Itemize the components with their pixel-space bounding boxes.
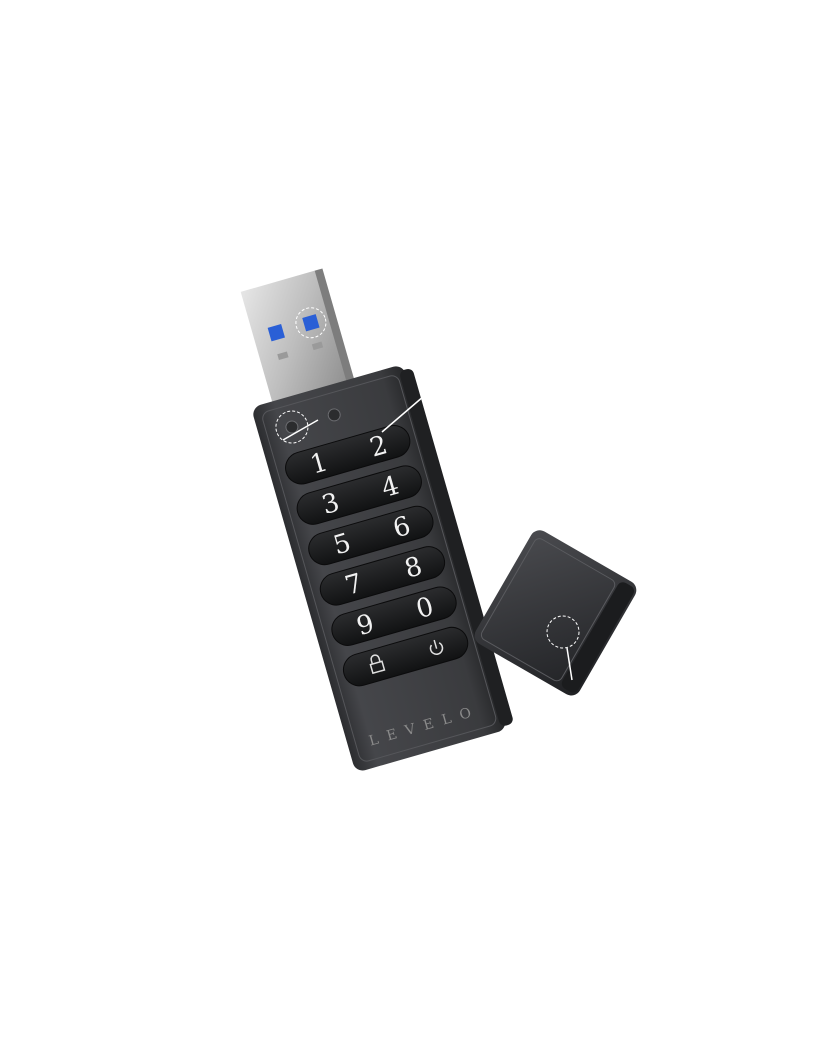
usb-contact-blue-right (302, 314, 320, 332)
key-pair-row-4[interactable] (317, 543, 449, 609)
key-pair-row-1[interactable] (282, 422, 414, 488)
callout-line-key (381, 395, 425, 433)
drive-cap (474, 530, 637, 696)
callout-line-connector (341, 291, 353, 319)
unlock-status-led (327, 408, 341, 422)
function-key-row[interactable] (340, 624, 472, 690)
callout-circle-cap (546, 615, 580, 649)
callout-line-cap (566, 647, 573, 681)
callout-circle-led (275, 410, 309, 444)
key-pair-row-5[interactable] (328, 583, 460, 649)
cap-bevel (480, 538, 616, 682)
usb-contact-blue-left (267, 324, 285, 342)
power-icon[interactable] (428, 638, 444, 655)
callout-line-led (282, 419, 319, 441)
usb-contact-slot-right (311, 341, 324, 351)
drive-face-bevel (262, 375, 497, 762)
callout-circle-connector (295, 307, 327, 339)
usb-contact-slot-left (277, 351, 289, 361)
key-pair-row-2[interactable] (293, 462, 425, 528)
key-pair-row-3[interactable] (305, 502, 437, 568)
lock-status-led (285, 420, 299, 434)
usb-connector (240, 268, 355, 406)
cap-side (561, 582, 635, 693)
lock-icon[interactable] (368, 654, 386, 675)
usb-connector-side (314, 268, 355, 385)
